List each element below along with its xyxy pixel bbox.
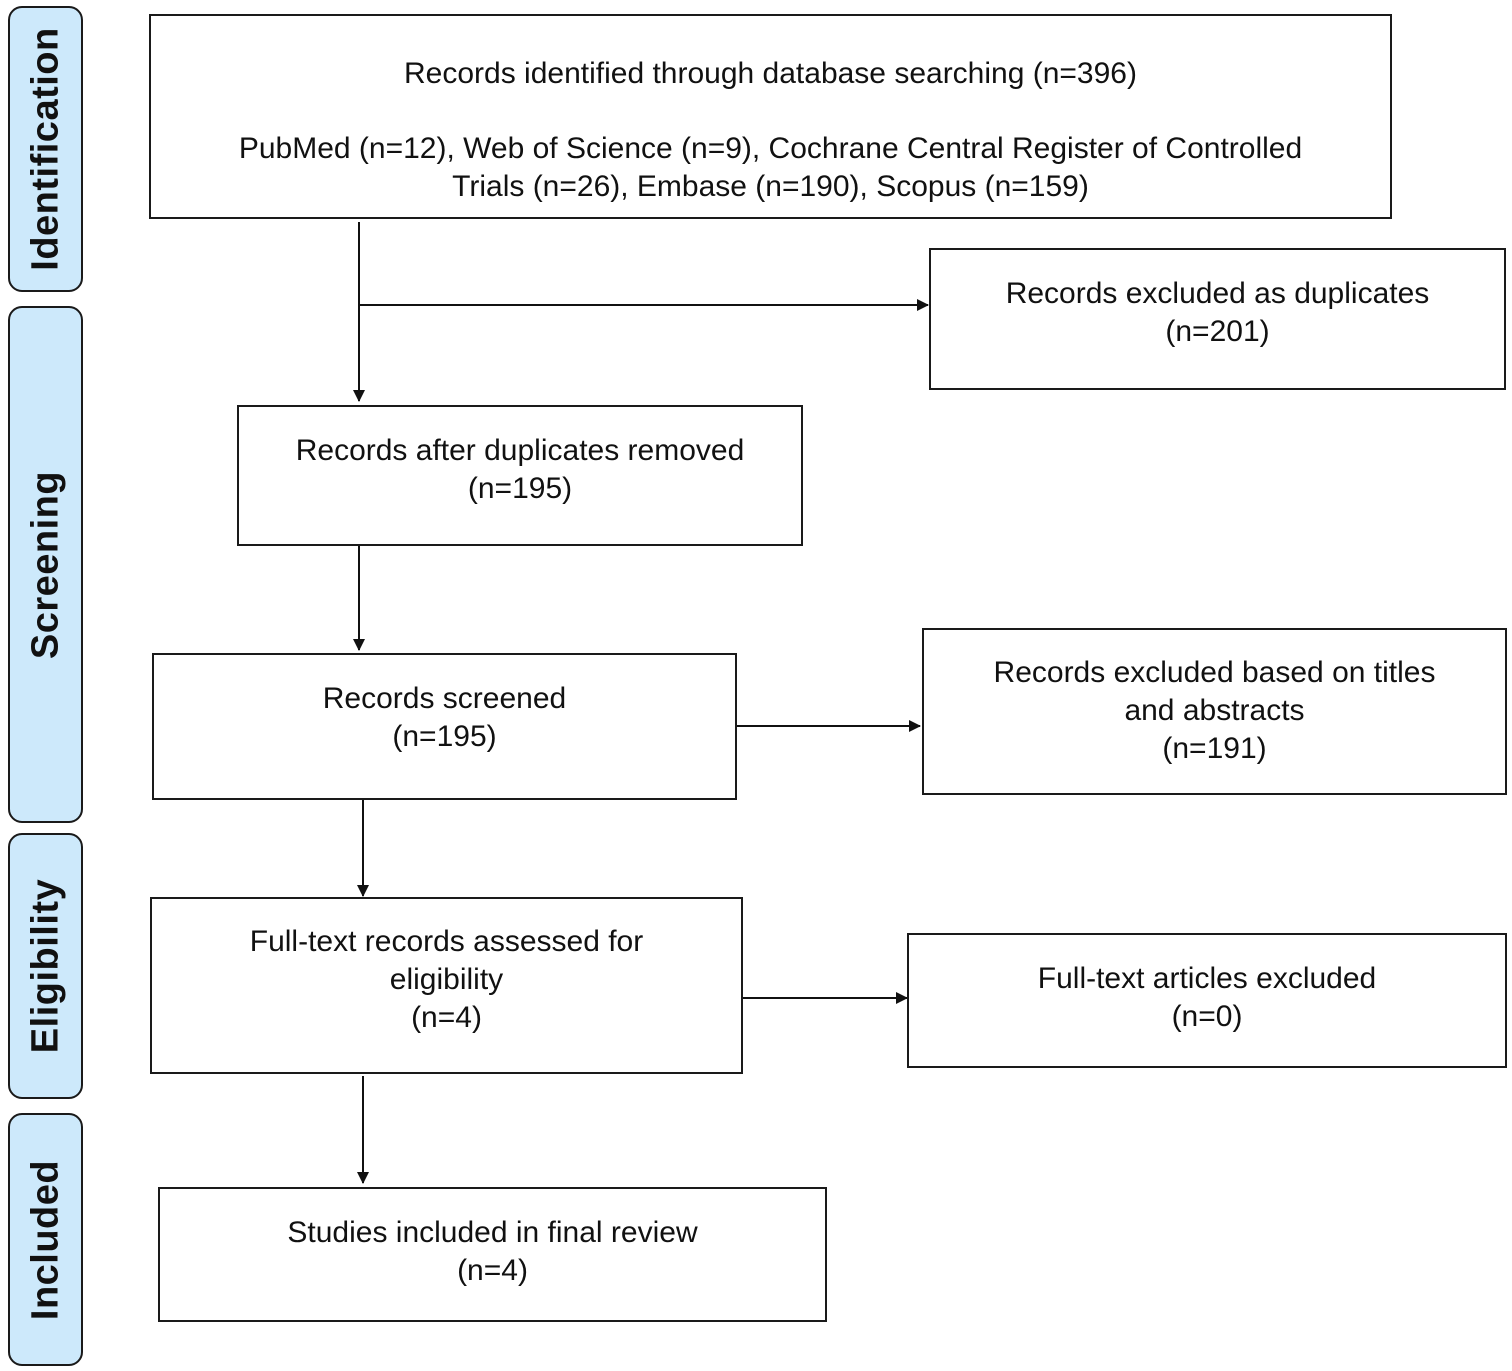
excluded-titles-label-line1: Records excluded based on titles xyxy=(993,656,1436,689)
duplicates-excluded-label: Records excluded as duplicates xyxy=(1005,277,1430,310)
box-studies-included: Studies included in final review (n=4) xyxy=(158,1187,827,1322)
excluded-titles-label-line2: and abstracts xyxy=(1124,694,1305,727)
records-identified-sources-line1: PubMed (n=12), Web of Science (n=9), Coc… xyxy=(238,132,1303,165)
box-duplicates-excluded: Records excluded as duplicates (n=201) xyxy=(929,248,1506,390)
duplicates-excluded-count: (n=201) xyxy=(1165,315,1270,348)
records-screened-label: Records screened xyxy=(322,682,567,715)
phase-included: Included xyxy=(8,1113,83,1366)
box-records-screened: Records screened (n=195) xyxy=(152,653,737,800)
fulltext-assessed-count: (n=4) xyxy=(411,1001,482,1034)
box-fulltext-assessed: Full-text records assessed for eligibili… xyxy=(150,897,743,1074)
box-excluded-titles-abstracts: Records excluded based on titles and abs… xyxy=(922,628,1507,795)
records-identified-title: Records identified through database sear… xyxy=(404,57,1137,90)
fulltext-assessed-label-line1: Full-text records assessed for xyxy=(249,925,644,958)
fulltext-excluded-count: (n=0) xyxy=(1171,1000,1243,1033)
box-fulltext-excluded: Full-text articles excluded (n=0) xyxy=(907,933,1507,1068)
studies-included-label: Studies included in final review xyxy=(287,1216,698,1249)
studies-included-count: (n=4) xyxy=(457,1254,528,1287)
box-after-duplicates: Records after duplicates removed (n=195) xyxy=(237,405,803,546)
after-duplicates-label: Records after duplicates removed xyxy=(295,434,745,467)
fulltext-excluded-label: Full-text articles excluded xyxy=(1037,962,1377,995)
phase-screening: Screening xyxy=(8,306,83,823)
excluded-titles-count: (n=191) xyxy=(1162,732,1267,765)
after-duplicates-count: (n=195) xyxy=(467,472,573,505)
phase-identification: Identification xyxy=(8,6,83,292)
phase-eligibility: Eligibility xyxy=(8,833,83,1099)
fulltext-assessed-label-line2: eligibility xyxy=(389,963,504,996)
box-records-identified: Records identified through database sear… xyxy=(149,14,1392,219)
records-screened-count: (n=195) xyxy=(392,720,497,753)
records-identified-sources-line2: Trials (n=26), Embase (n=190), Scopus (n… xyxy=(452,170,1089,203)
